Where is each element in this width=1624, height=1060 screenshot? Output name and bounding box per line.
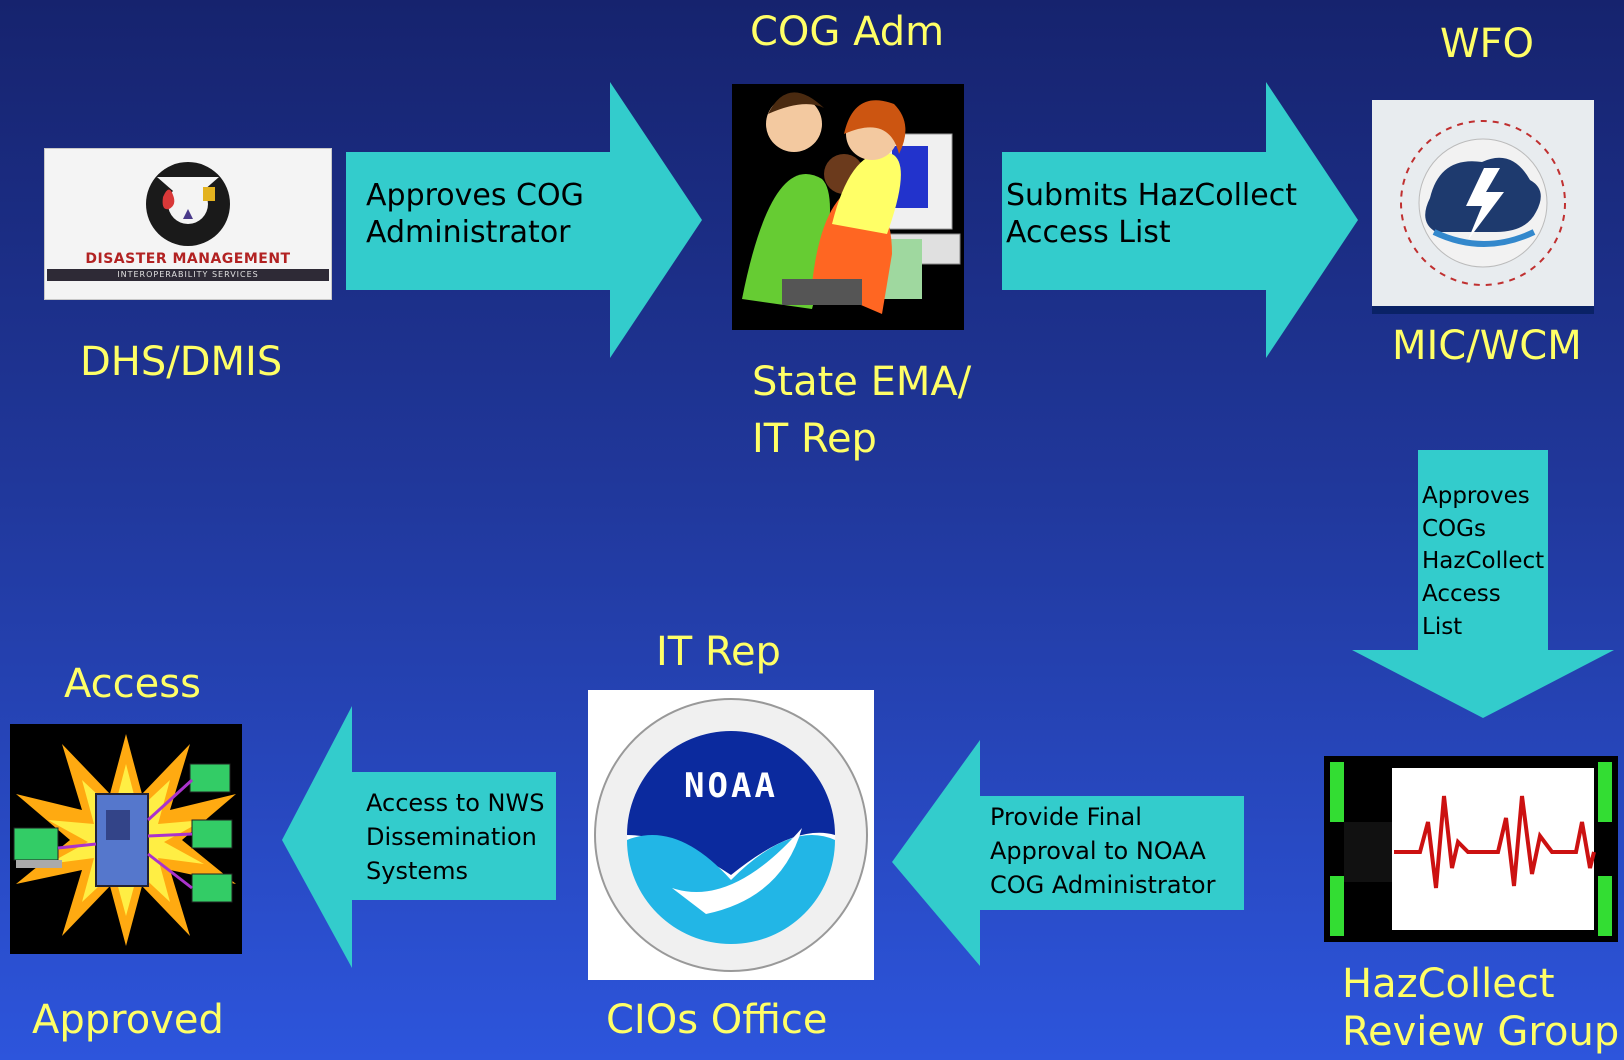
mic-wcm-label: MIC/WCM (1392, 323, 1582, 369)
hazcollect-line: HazCollect (1342, 961, 1555, 1007)
arrow-noaa-to-access-text: Access to NWS Dissemination Systems (366, 786, 544, 888)
people-computer-icon (742, 92, 961, 314)
arrow-text-line: Access List (1006, 214, 1171, 250)
arrow-noaa-to-access (282, 706, 556, 968)
arrow-text-line: Approval to NOAA (990, 837, 1206, 866)
access-label: Access (64, 661, 201, 707)
state-ema-label: State EMA/ IT Rep (752, 354, 971, 468)
arrow-text-line: Administrator (366, 214, 571, 250)
arrow-text-line: Approves COG (366, 178, 584, 213)
arrow-text-line: COG Administrator (990, 871, 1216, 900)
noaa-logo: NOAA (588, 690, 874, 980)
arrow-text-line: Systems (366, 857, 468, 886)
arrow-text-line: Dissemination (366, 823, 537, 852)
cios-office-label: CIOs Office (606, 997, 828, 1043)
arrow-text-line: Approves (1422, 483, 1530, 509)
logo-subtitle: INTEROPERABILITY SERVICES (117, 270, 259, 279)
arrow-dhs-to-cog (346, 82, 702, 358)
approved-label: Approved (32, 997, 224, 1043)
logo-title: DISASTER MANAGEMENT (85, 251, 291, 267)
arrow-text-line: COGs (1422, 515, 1486, 542)
noaa-emblem-icon (594, 698, 868, 972)
arrow-review-to-noaa-text: Provide Final Approval to NOAA COG Admin… (990, 800, 1215, 902)
arrow-review-to-noaa (892, 740, 1244, 966)
hazcollect-monitor-image (1324, 756, 1618, 942)
hazcollect-review-label: HazCollect Review Group (1342, 960, 1619, 1056)
people-at-computer-image (732, 84, 964, 330)
arrow-text-line: List (1422, 613, 1463, 640)
noaa-wordmark: NOAA (684, 766, 778, 806)
arrow-cog-to-wfo (1002, 82, 1358, 358)
dhs-dmis-label: DHS/DMIS (80, 339, 283, 385)
national-weather-service-emblem-icon (1393, 113, 1573, 293)
arrow-wfo-to-review (1352, 450, 1614, 718)
arrow-cog-to-wfo-text: Submits HazCollect Access List (1006, 178, 1297, 251)
arrow-wfo-to-review-text: Approves COGs HazCollect Access List (1422, 480, 1544, 643)
cog-adm-label: COG Adm (750, 9, 945, 55)
it-rep-label: IT Rep (656, 629, 781, 675)
arrow-text-line: Provide Final (990, 803, 1142, 831)
state-ema-line: State EMA/ (752, 359, 972, 405)
arrow-text-line: Access (1422, 580, 1501, 607)
disaster-management-emblem-icon (45, 162, 331, 281)
arrow-text-line: Access to NWS (366, 789, 545, 817)
access-network-image (10, 724, 242, 954)
dhs-dmis-logo: DISASTER MANAGEMENT INTEROPERABILITY SER… (44, 148, 332, 300)
heartbeat-monitor-icon (1324, 756, 1618, 942)
nws-logo (1372, 100, 1594, 314)
arrow-text-line: Submits HazCollect (1006, 178, 1297, 213)
wfo-label: WFO (1440, 21, 1535, 67)
arrow-dhs-to-cog-text: Approves COG Administrator (366, 178, 584, 251)
network-burst-icon (13, 734, 236, 946)
arrow-text-line: HazCollect (1422, 548, 1545, 575)
it-rep-line: IT Rep (752, 415, 877, 462)
review-group-line: Review Group (1342, 1009, 1620, 1055)
